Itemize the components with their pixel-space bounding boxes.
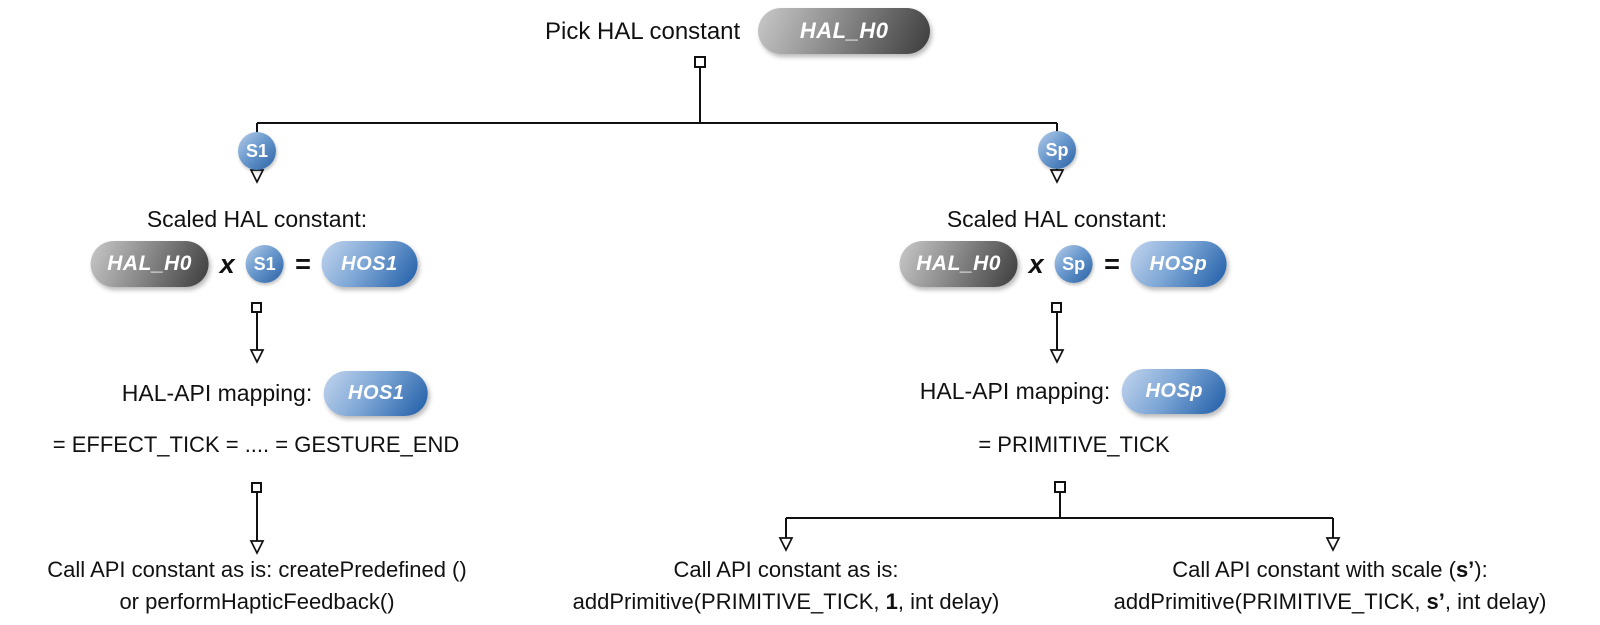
arrowhead-icon — [249, 349, 265, 364]
scale-badge-s1: S1 — [245, 245, 284, 283]
call-as-is-line2: addPrimitive(PRIMITIVE_TICK, 1, int dela… — [573, 588, 1000, 615]
port-square-icon — [694, 56, 706, 68]
right-mapping-equation: = PRIMITIVE_TICK — [978, 432, 1170, 457]
scaled-constant-pill-hos1: HOS1 — [321, 241, 418, 287]
call-with-scale-line1-pre: Call API constant with scale ( — [1172, 557, 1456, 582]
call-as-is-line1: Call API constant as is: — [673, 557, 899, 582]
port-square-icon — [251, 482, 262, 493]
right-scaled-to-mapping-connector — [1049, 302, 1065, 364]
call-as-is-line2-pre: addPrimitive(PRIMITIVE_TICK, — [572, 589, 886, 614]
left-scaled-heading: Scaled HAL constant: — [146, 206, 368, 232]
scaled-constant-pill-hosp: HOSp — [1130, 241, 1227, 287]
hal-constant-pill: HAL_H0 — [899, 241, 1018, 287]
left-mapping-label: HAL-API mapping: — [121, 380, 313, 406]
right-scaled-heading: Scaled HAL constant: — [946, 206, 1168, 232]
arrowhead-icon — [1325, 537, 1341, 552]
call-as-is-scale-value: 1 — [885, 589, 898, 614]
equals-operator: = — [1103, 248, 1120, 279]
arrowhead-icon — [249, 540, 265, 555]
left-mapping-equation: = EFFECT_TICK = .... = GESTURE_END — [52, 432, 460, 457]
call-with-scale-line2-pre: addPrimitive(PRIMITIVE_TICK, — [1113, 589, 1427, 614]
right-mapping-row: HAL-API mapping: HOSp — [919, 369, 1227, 414]
right-scaled-equation: HAL_H0 x Sp = HOSp — [899, 241, 1227, 287]
arrowhead-icon — [249, 169, 265, 184]
hal-constant-pill: HAL_H0 — [90, 241, 209, 287]
multiply-operator: x — [1028, 248, 1044, 279]
scaled-constant-pill-hos1: HOS1 — [324, 371, 429, 416]
call-with-scale-line2: addPrimitive(PRIMITIVE_TICK, s’, int del… — [1114, 588, 1547, 615]
port-square-icon — [251, 302, 262, 313]
call-with-scale-line1: Call API constant with scale (s’): — [1172, 556, 1488, 583]
left-call-line2: or performHapticFeedback() — [119, 589, 395, 614]
left-scaled-equation: HAL_H0 x S1 = HOS1 — [90, 241, 418, 287]
call-with-scale-line2-post: , int delay) — [1444, 589, 1547, 614]
arrowhead-icon — [778, 537, 794, 552]
hal-constant-pill: HAL_H0 — [758, 8, 931, 54]
right-mapping-to-calls-connector — [778, 481, 1341, 552]
equals-operator: = — [294, 248, 311, 279]
root-node: Pick HAL constant HAL_H0 — [545, 8, 931, 54]
call-as-is-line2-post: , int delay) — [897, 589, 1000, 614]
port-square-icon — [1051, 302, 1062, 313]
right-mapping-label: HAL-API mapping: — [919, 378, 1111, 404]
port-square-icon — [1054, 481, 1066, 493]
call-with-scale-line1-post: ): — [1474, 557, 1488, 582]
arrowhead-icon — [1049, 169, 1065, 184]
root-label: Pick HAL constant — [545, 17, 741, 45]
call-with-scale-symbol: s’ — [1455, 557, 1475, 582]
root-to-branch-connector — [249, 56, 1065, 184]
scale-badge-sp: Sp — [1038, 131, 1076, 169]
multiply-operator: x — [219, 248, 235, 279]
scaled-constant-pill-hosp: HOSp — [1122, 369, 1227, 414]
call-with-scale-symbol: s’ — [1426, 589, 1445, 614]
left-mapping-row: HAL-API mapping: HOS1 — [121, 371, 429, 416]
left-call-line1: Call API constant as is: createPredefine… — [47, 557, 467, 582]
scale-badge-s1: S1 — [238, 132, 276, 170]
arrowhead-icon — [1049, 349, 1065, 364]
left-mapping-to-call-connector — [249, 482, 265, 555]
scale-badge-sp: Sp — [1054, 245, 1093, 283]
left-scaled-to-mapping-connector — [249, 302, 265, 364]
